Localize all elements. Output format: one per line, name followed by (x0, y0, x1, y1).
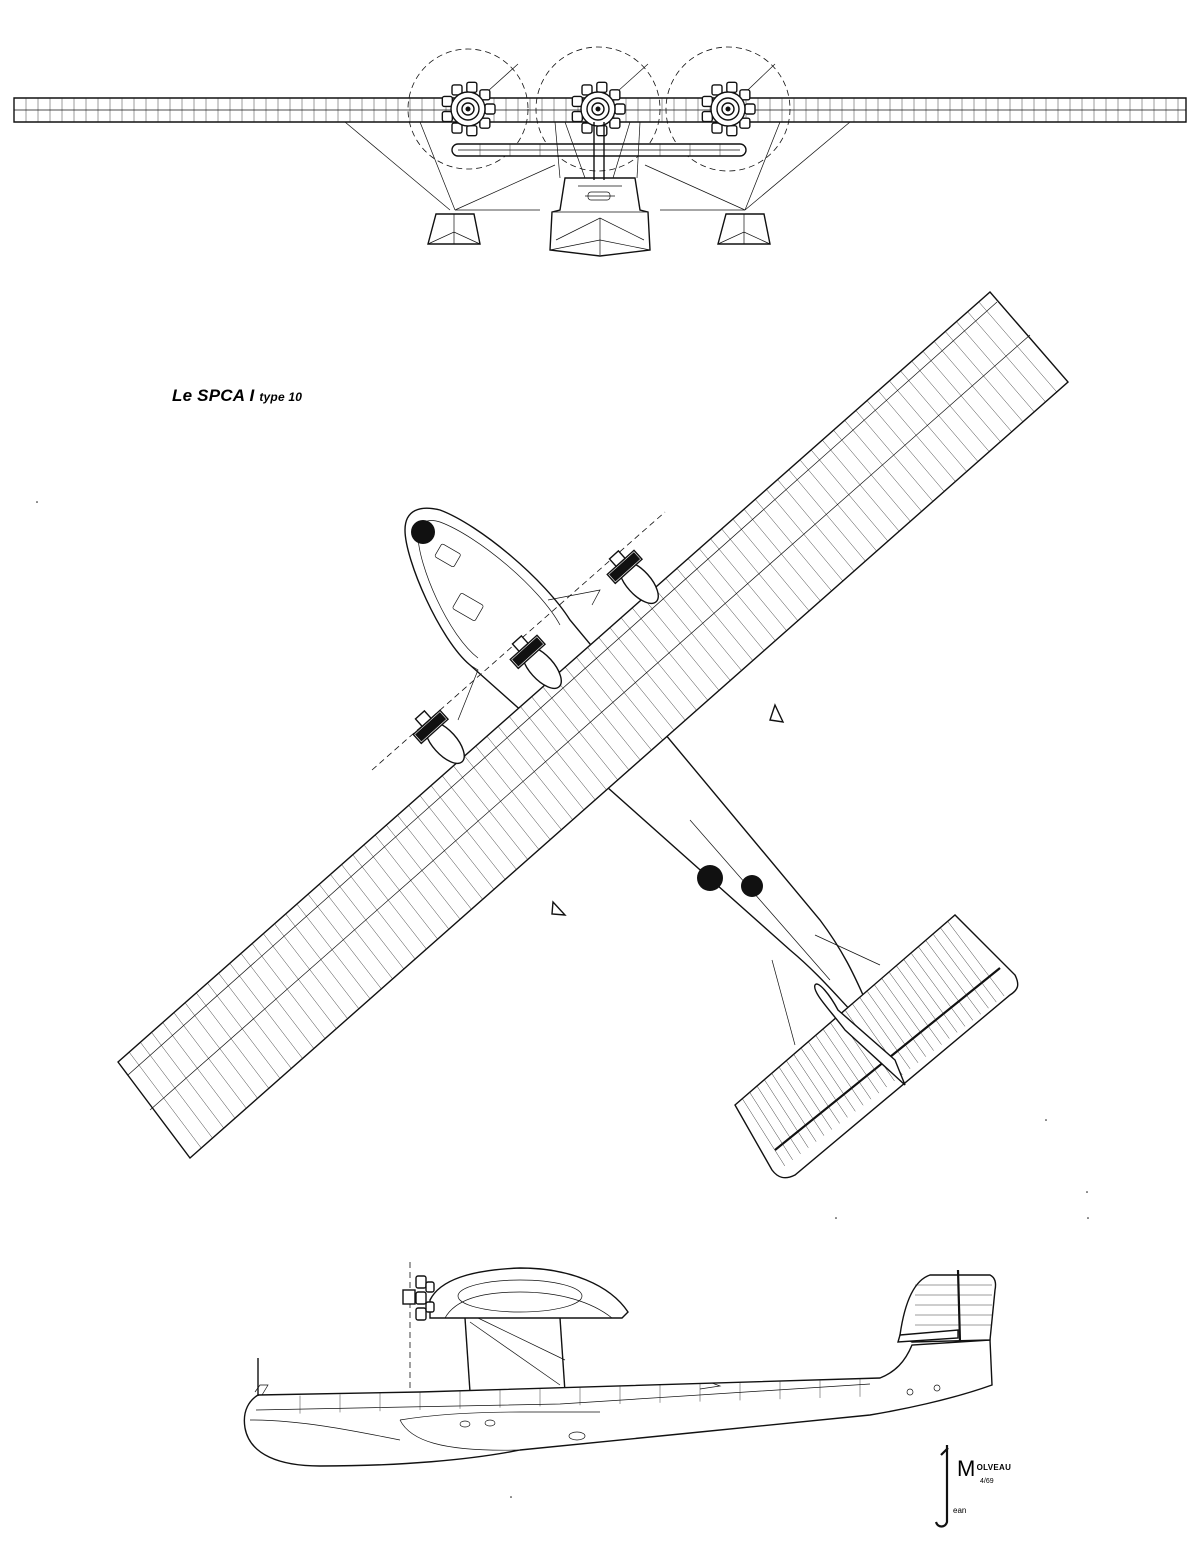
title-main: Le SPCA I (172, 386, 255, 405)
plan-engines (371, 511, 785, 916)
side-engine-nacelle (402, 1267, 629, 1321)
signature-surname: OLVEAU (976, 1463, 1012, 1472)
side-struts (464, 1317, 566, 1393)
front-floats (427, 213, 771, 245)
front-lower-spar (451, 143, 747, 157)
side-view (243, 1262, 997, 1467)
signature-mark (934, 1445, 949, 1528)
signature-initial: M (957, 1456, 976, 1481)
side-hull (243, 1339, 993, 1467)
signature-name-bottom: ean (953, 1506, 967, 1515)
front-struts (344, 121, 851, 211)
title-sub: type 10 (259, 390, 303, 404)
signature-date: 4/69 (980, 1478, 994, 1485)
signature-name-top: MOLVEAU (957, 1450, 1012, 1481)
plan-tailplane (734, 914, 1019, 1179)
front-radial-engines (441, 81, 756, 137)
plan-view (117, 291, 1069, 1179)
front-view (13, 46, 1187, 257)
front-hull (549, 122, 651, 257)
side-fin (897, 1269, 997, 1343)
plan-wing (117, 291, 1069, 1160)
drawing-title: Le SPCA I type 10 (172, 386, 302, 406)
paper-specks (36, 501, 1089, 1498)
plan-tail-struts (771, 934, 881, 1046)
